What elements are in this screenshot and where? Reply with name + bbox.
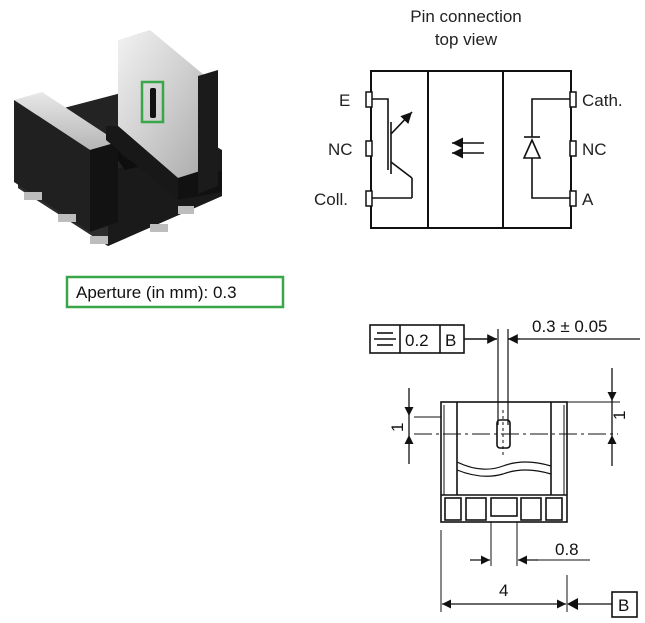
pitch-label: 0.8 <box>555 540 579 559</box>
pin-label-right-3: A <box>582 190 594 209</box>
pin-connection-diagram: Pin connection top view E NC Coll. Cath.… <box>314 7 623 229</box>
phototransistor-symbol <box>372 98 413 199</box>
led-symbol <box>522 98 570 199</box>
aperture-highlight-box <box>140 80 165 124</box>
aperture-caption: Aperture (in mm): 0.3 <box>65 275 285 309</box>
overall-width-label: 4 <box>499 581 508 600</box>
pin-label-right-1: Cath. <box>582 91 623 110</box>
device-photo <box>14 30 222 246</box>
pin-label-left-1: E <box>339 91 350 110</box>
pin-stub-nc-right <box>569 140 577 157</box>
device-front-view <box>440 401 568 523</box>
tolerance-value: 0.2 <box>405 331 429 350</box>
left-height-label: 1 <box>388 423 407 432</box>
pin-label-right-2: NC <box>582 140 607 159</box>
tolerance-frame: 0.2 B <box>369 324 465 354</box>
datum-label: B <box>618 596 629 615</box>
symmetry-icon <box>374 332 396 346</box>
light-arrows-icon <box>452 137 484 159</box>
pin-stub-nc-left <box>365 140 373 157</box>
pin-diagram-body <box>370 70 572 229</box>
pin-diagram-title-line2: top view <box>435 30 498 49</box>
pin-label-left-2: NC <box>328 140 353 159</box>
aperture-caption-box <box>65 275 285 309</box>
pin-diagram-title-line1: Pin connection <box>410 7 522 26</box>
tolerance-datum: B <box>445 331 456 350</box>
pin-stub-a <box>569 190 577 207</box>
aperture-caption-text: Aperture (in mm): 0.3 <box>76 283 237 302</box>
dimension-drawing: 0.2 B 0.3 ± 0.05 <box>369 317 640 618</box>
pin-stub-e <box>365 91 373 108</box>
datum-box <box>611 591 638 618</box>
pin-stub-coll <box>365 190 373 207</box>
slit-width-label: 0.3 ± 0.05 <box>532 317 608 336</box>
right-height-label: 1 <box>610 411 629 420</box>
pin-stub-cath <box>569 91 577 108</box>
pin-label-left-3: Coll. <box>314 190 348 209</box>
